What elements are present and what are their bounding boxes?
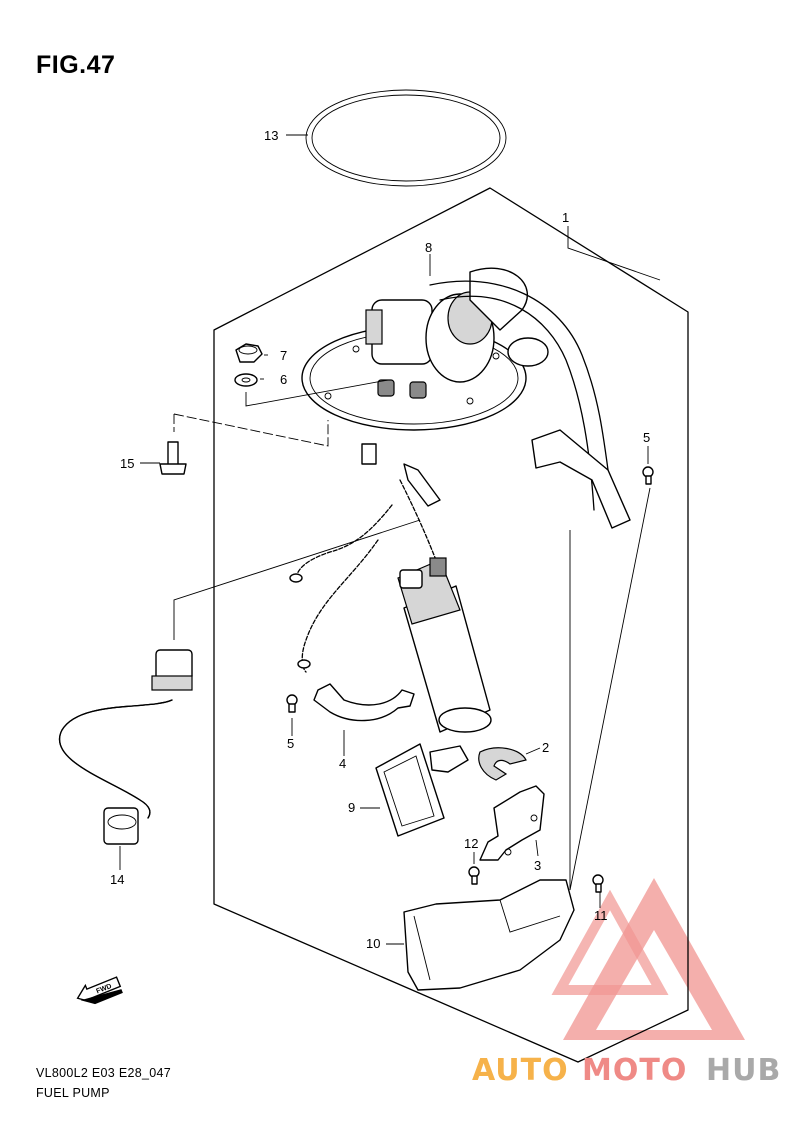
part-4-clamp-band: [313, 683, 415, 722]
part-3-bracket: [479, 785, 545, 861]
callout-12: 12: [464, 836, 478, 851]
callout-3: 3: [534, 858, 541, 873]
callout-11: 11: [594, 908, 608, 923]
part-12-screw: [468, 866, 480, 885]
fuel-pump-body: [397, 557, 492, 733]
figure-name: FUEL PUMP: [36, 1086, 110, 1100]
callout-13: 13: [264, 128, 278, 143]
callout-6: 6: [280, 372, 287, 387]
watermark-logo: [551, 878, 745, 1040]
part-9-filter: [375, 743, 469, 837]
part-5-screw-upper: [642, 466, 654, 485]
part-14-fuel-hose: [58, 649, 193, 845]
callout-labels: 13 1 8 7 6 15 5 5 4 2 9 3 12 11 14 10: [110, 128, 650, 951]
leader-bolt: [173, 413, 329, 447]
figure-title: FIG.47: [36, 51, 115, 79]
watermark-word-auto: AUTO: [472, 1053, 569, 1088]
watermark-triangle-accent: [551, 889, 669, 995]
part-11-screw: [592, 874, 604, 893]
part-7-nut: [235, 343, 263, 363]
callout-5-lower: 5: [287, 736, 294, 751]
watermark-text: AUTO MOTO HUB: [472, 1053, 781, 1088]
assembly-frame-part-1: [213, 187, 689, 1063]
callout-7: 7: [280, 348, 287, 363]
part-15-bolt: [159, 441, 187, 475]
part-6-washer: [234, 373, 258, 387]
part-5-screw-lower: [286, 694, 298, 713]
callout-4: 4: [339, 756, 346, 771]
outlet-pipe: [429, 280, 631, 529]
part-10-guard: [403, 879, 575, 991]
pump-flange-plate: [301, 267, 549, 431]
callout-10: 10: [366, 936, 380, 951]
callout-14: 14: [110, 872, 124, 887]
watermark-word-moto: MOTO: [582, 1053, 687, 1088]
callout-8: 8: [425, 240, 432, 255]
fwd-arrow-icon: FWD: [76, 976, 123, 1005]
callout-9: 9: [348, 800, 355, 815]
wiring-harness: [289, 443, 441, 673]
watermark-word-hub: HUB: [706, 1053, 781, 1088]
callout-2: 2: [542, 740, 549, 755]
callout-1: 1: [562, 210, 569, 225]
leader-washer-to-terminal: [245, 379, 389, 407]
figure-code: VL800L2 E03 E28_047: [36, 1066, 171, 1080]
callout-5-upper: 5: [643, 430, 650, 445]
callout-15: 15: [120, 456, 134, 471]
part-13-o-ring: [305, 89, 507, 187]
part-2-clip: [478, 747, 527, 781]
callout-leaders: [119, 134, 661, 945]
